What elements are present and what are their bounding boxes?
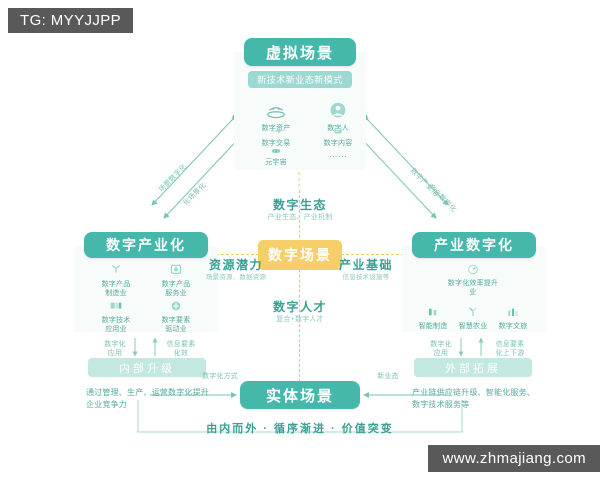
tile-product-service[interactable]: 数字产品 服务业 <box>148 262 204 298</box>
pole-title: 数字生态 <box>272 198 327 212</box>
external-expansion-title[interactable]: 外部拓展 <box>414 358 532 377</box>
internal-upgrade-blurb: 通过管理、生产、运营数字化提升企业竞争力 <box>86 388 209 409</box>
metaverse-icon <box>272 149 280 153</box>
external-expansion-blurb: 产业链供应链升级、智能化服务、数字技术服务等 <box>412 388 535 409</box>
tile-label: …… <box>328 149 348 159</box>
pole-resource-potential: 资源潜力 场景资源、数据资源 <box>196 258 276 283</box>
bottom-right-edge-label: 新业态 <box>377 373 399 380</box>
digital-industrialization-title[interactable]: 数字产业化 <box>84 232 208 258</box>
edge-label-upper-right-inner: 产业数字化 <box>426 183 458 214</box>
pole-digital-talent: 数字人才 复合+数字人才 <box>250 300 350 325</box>
tile-digital-manufacturing[interactable]: 数字产品 制造业 <box>88 262 144 298</box>
tile-digital-tourism[interactable]: 数字文旅 <box>487 304 539 331</box>
efficiency-icon <box>468 264 478 275</box>
right-arrow-label-inbound: 数字化 应用 <box>430 341 452 357</box>
pole-title: 资源潜力 <box>208 258 263 272</box>
tile-digital-trade[interactable]: 数字交易 <box>250 125 302 148</box>
pole-title: 产业基础 <box>338 258 393 272</box>
virtual-scene-subtitle: 新技术新业态新模式 <box>248 71 352 88</box>
bottom-left-edge-label: 数字化方式 <box>202 373 238 380</box>
manufacturing-icon <box>111 265 121 273</box>
left-arrow-label-inbound: 数字化 应用 <box>104 341 126 357</box>
data-asset-icon <box>267 107 285 119</box>
smart-manufacturing-icon <box>429 308 437 316</box>
pole-title: 数字人才 <box>272 300 327 314</box>
tile-label: 元宇宙 <box>265 159 287 166</box>
internal-upgrade-title[interactable]: 内部升级 <box>88 358 206 377</box>
pole-subtitle: 信息技术设施等 <box>342 274 390 281</box>
tile-label: 数字交易 <box>261 140 291 147</box>
tile-ellipsis: …… <box>312 150 364 159</box>
watermark-bottom-right: www.zhmajiang.com <box>428 445 600 472</box>
pole-subtitle: 复合+数字人才 <box>276 316 324 323</box>
digital-content-icon <box>334 128 342 134</box>
smart-agriculture-icon <box>469 307 477 316</box>
tile-label: 智慧农业 <box>458 323 488 330</box>
tile-data-element[interactable]: 数字要素 驱动业 <box>148 298 204 334</box>
edge-label-upper-left-inner: 化场景化 <box>182 181 208 208</box>
tile-label: 数字化效率提升业 <box>447 280 499 296</box>
edge-label-upper-left-outer: 场景数字化 <box>157 163 189 194</box>
tile-digital-content[interactable]: 数字内容 <box>312 125 364 148</box>
tile-label: 数字技术 应用业 <box>101 317 131 333</box>
core-digital-scene[interactable]: 数字场景 <box>258 240 342 270</box>
data-element-icon <box>171 301 181 311</box>
pole-subtitle: 产业生态、产业机制 <box>267 214 333 221</box>
diagram-tagline: 由内而外 · 循序渐进 · 价值突变 <box>206 423 394 435</box>
industrial-digitalization-panel <box>402 246 546 332</box>
tile-smart-manufacturing[interactable]: 智能制造 <box>407 304 459 331</box>
tile-label: 数字产品 制造业 <box>101 281 131 297</box>
right-arrow-label-outbound: 信息要素 化上下游 <box>495 341 525 357</box>
tile-label: 数字内容 <box>323 140 353 147</box>
digital-trade-icon <box>271 128 282 134</box>
pole-digital-ecology: 数字生态 产业生态、产业机制 <box>250 198 350 223</box>
digital-tourism-icon <box>508 308 518 316</box>
virtual-scene-title[interactable]: 虚拟场景 <box>244 38 356 66</box>
physical-scene-title[interactable]: 实体场景 <box>240 381 360 409</box>
digital-human-icon <box>330 102 346 118</box>
tile-label: 数字产品 服务业 <box>161 281 191 297</box>
watermark-top-left: TG: MYYJJPP <box>8 8 134 33</box>
tech-application-icon <box>110 302 122 309</box>
tile-efficiency-root[interactable]: 数字化效率提升业 <box>447 262 499 297</box>
digital-industrialization-panel <box>74 246 218 332</box>
tile-tech-application[interactable]: 数字技术 应用业 <box>88 298 144 334</box>
industrial-digitalization-title[interactable]: 产业数字化 <box>412 232 536 258</box>
tile-label: 数字要素 驱动业 <box>161 317 191 333</box>
pole-industrial-foundation: 产业基础 信息技术设施等 <box>326 258 406 283</box>
tile-label: 数字资产 <box>261 125 291 132</box>
tile-label: 数字文旅 <box>498 323 528 330</box>
vertical-axis-guide <box>299 190 300 382</box>
tile-label: 智能制造 <box>418 323 448 330</box>
left-arrow-label-outbound: 信息要素 化效 <box>166 341 196 357</box>
tile-metaverse[interactable]: 元宇宙 <box>250 146 302 167</box>
tile-digital-asset[interactable]: 数字资产 <box>250 100 302 133</box>
tile-smart-agriculture[interactable]: 智慧农业 <box>447 304 499 331</box>
pole-subtitle: 场景资源、数据资源 <box>205 274 267 281</box>
product-service-icon <box>170 264 182 274</box>
